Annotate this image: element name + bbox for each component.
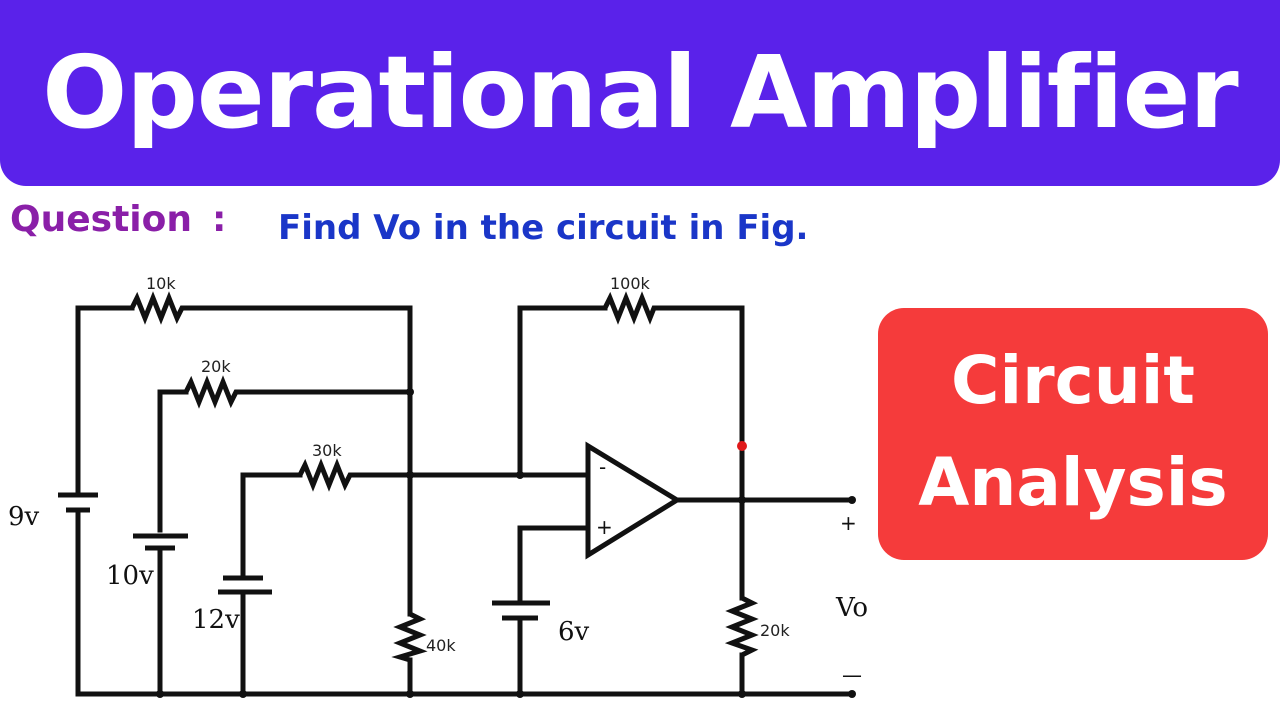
battery-10v <box>133 533 188 551</box>
terminal-dot <box>848 496 856 504</box>
resistor-label-30k: 30k <box>312 441 342 460</box>
resistor-label-40k: 40k <box>426 636 456 655</box>
resistor-100k <box>602 291 657 325</box>
battery-6v <box>492 600 550 621</box>
terminal-dot <box>848 690 856 698</box>
output-minus-sign: — <box>842 663 862 687</box>
resistor-load-20k <box>724 595 759 658</box>
junction-dot <box>406 471 414 479</box>
junction-dot <box>239 690 247 698</box>
question-text: Find Vo in the circuit in Fig. <box>278 208 809 248</box>
opamp-noninverting-sign: + <box>596 515 613 539</box>
junction-dot <box>406 690 414 698</box>
junction-dot <box>516 690 524 698</box>
opamp-triangle <box>585 441 682 560</box>
output-label-vo: Vo <box>835 593 868 623</box>
source-label-9v: 9v <box>8 502 40 532</box>
junction-dot <box>738 496 746 504</box>
topic-badge: Circuit Analysis <box>878 308 1268 560</box>
junction-dot <box>156 690 164 698</box>
junction-dot <box>406 388 414 396</box>
output-plus-sign: + <box>840 511 857 535</box>
battery-9v <box>58 492 98 513</box>
title-banner: Operational Amplifier <box>0 0 1280 186</box>
resistor-40k <box>391 611 428 663</box>
resistor-20k <box>183 375 240 409</box>
question-label: Question <box>10 199 192 240</box>
opamp-inverting-sign: - <box>599 455 606 479</box>
resistor-10k <box>129 291 186 325</box>
source-label-10v: 10v <box>106 561 154 591</box>
source-label-12v: 12v <box>192 605 240 635</box>
page-title: Operational Amplifier <box>42 34 1238 151</box>
circuit-wires <box>75 305 855 697</box>
resistor-label-load-20k: 20k <box>760 621 790 640</box>
junction-dot <box>516 471 524 479</box>
junction-dot <box>738 690 746 698</box>
marker-dot <box>737 441 747 451</box>
source-label-6v: 6v <box>558 617 590 647</box>
resistor-label-100k: 100k <box>610 274 651 293</box>
badge-line-2: Analysis <box>918 444 1228 521</box>
resistor-label-10k: 10k <box>146 274 176 293</box>
battery-12v <box>218 575 272 595</box>
badge-line-1: Circuit <box>951 342 1195 419</box>
question-colon: : <box>212 199 227 240</box>
resistor-label-20k: 20k <box>201 357 231 376</box>
resistor-30k <box>297 458 353 492</box>
